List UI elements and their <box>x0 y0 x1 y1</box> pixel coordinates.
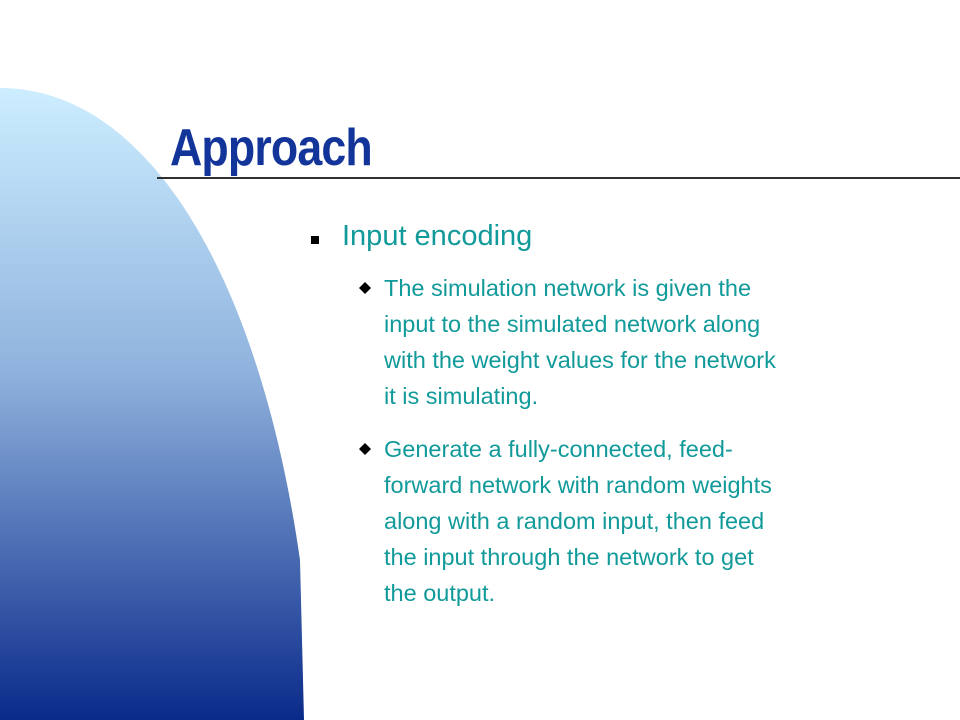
diamond-bullet-icon <box>359 443 371 455</box>
subpoint-line: forward network with random weights <box>384 472 772 498</box>
subpoint-line: the output. <box>384 580 496 606</box>
diamond-bullet-icon <box>359 282 371 294</box>
slide-title: Approach <box>170 119 373 177</box>
subpoint-line: Generate a fully-connected, feed- <box>384 436 733 462</box>
subpoint-line: along with a random input, then feed <box>384 508 765 534</box>
bullet-input-encoding: Input encoding <box>342 220 533 252</box>
subpoint-line: input to the simulated network along <box>384 311 761 337</box>
subpoint-line: the input through the network to get <box>384 544 754 570</box>
subpoint-line: with the weight values for the network <box>384 347 776 373</box>
subpoint-line: The simulation network is given the <box>384 275 752 301</box>
title-divider <box>157 177 960 179</box>
subpoint-generate-network: Generate a fully-connected, feed- forwar… <box>384 431 944 611</box>
subpoint-simulation-input: The simulation network is given the inpu… <box>384 270 944 414</box>
square-bullet-icon <box>311 236 319 244</box>
subpoint-line: it is simulating. <box>384 383 539 409</box>
